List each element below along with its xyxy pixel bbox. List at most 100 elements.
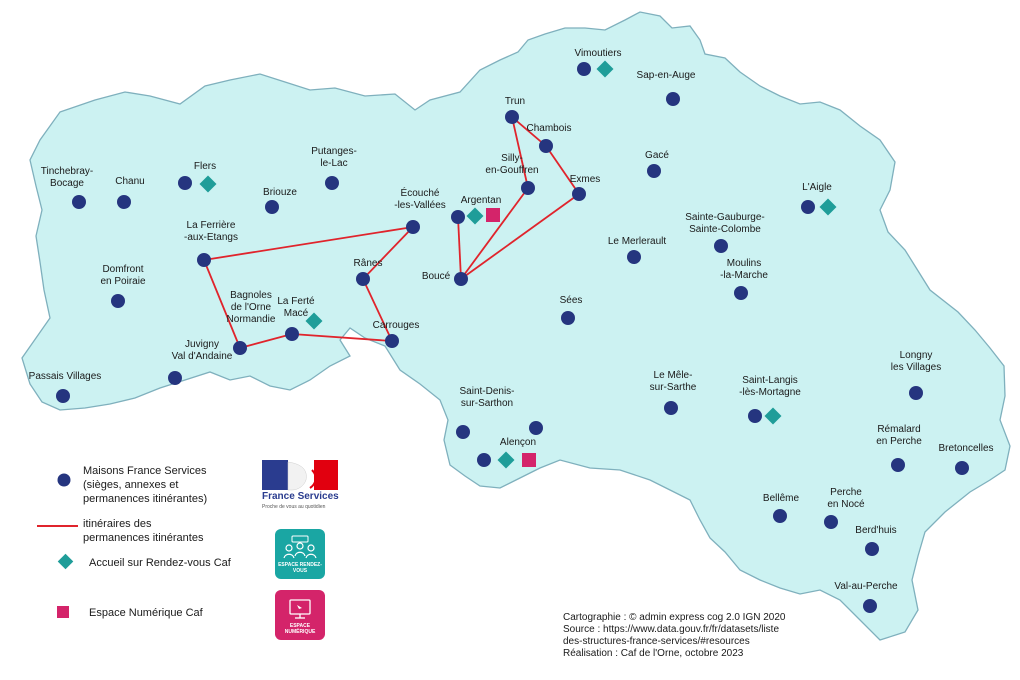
map-labels: VimoutiersSap-en-AugeTrunChamboisSilly-e…	[29, 48, 994, 592]
town-label-juvigny: Val d'Andaine	[172, 351, 233, 362]
france-services-dot-lafertemace	[285, 327, 299, 341]
town-label-bouce: Boucé	[422, 271, 451, 282]
caf-rendez-vous-diamond	[466, 207, 484, 225]
town-label-moulins: -la-Marche	[720, 270, 768, 281]
town-label-belleme: Bellême	[763, 493, 800, 504]
town-label-laferriere: La Ferrière	[187, 220, 236, 231]
france-services-dot-ranes	[356, 272, 370, 286]
france-services-dot-bretoncelles	[955, 461, 969, 475]
france-services-brand: France Services	[262, 491, 339, 502]
town-label-exmes: Exmes	[570, 174, 601, 185]
espace-rendez-vous-logo: ESPACE RENDEZ-VOUS	[275, 529, 325, 579]
meeting-people-icon	[283, 535, 317, 559]
france-services-dot-saint-denis	[456, 425, 470, 439]
route-segment	[362, 226, 414, 280]
town-label-ranes: Rânes	[354, 258, 383, 269]
town-label-briouze: Briouze	[263, 187, 297, 198]
france-services-dot-juvigny	[168, 371, 182, 385]
france-services-dot-laigle	[801, 200, 815, 214]
france-services-dot-ecouche	[406, 220, 420, 234]
caf-rendez-vous-diamond	[596, 60, 614, 78]
town-label-putanges: Putanges-	[311, 146, 357, 157]
marianne-icon	[262, 460, 338, 491]
town-label-domfront: Domfront	[102, 264, 143, 275]
legend-itineraires-line: permanences itinérantes	[83, 532, 204, 544]
town-label-chanu: Chanu	[115, 176, 144, 187]
france-services-dot-sap-en-auge	[666, 92, 680, 106]
town-label-gace: Gacé	[645, 150, 669, 161]
france-services-dot-argentan	[451, 210, 465, 224]
route-segment	[362, 278, 393, 342]
town-label-lemele: Le Mêle-	[654, 370, 693, 381]
town-label-sees: Sées	[560, 295, 583, 306]
town-label-lafertemace: Macé	[284, 308, 309, 319]
france-services-dot-saint-langis	[748, 409, 762, 423]
legend-square-icon	[57, 606, 69, 618]
france-services-dot-bagnoles	[233, 341, 247, 355]
france-services-dot-trun	[505, 110, 519, 124]
route-segment	[291, 333, 393, 342]
france-services-dot-perche-en-noce	[824, 515, 838, 529]
town-label-laigle: L'Aigle	[802, 182, 832, 193]
town-label-saint-langis: Saint-Langis	[742, 375, 798, 386]
town-label-sainte-gauburge: Sainte-Gauburge-	[685, 212, 765, 223]
route-segment	[460, 193, 580, 280]
town-label-lemerlerault: Le Merlerault	[608, 236, 667, 247]
computer-screen-icon	[289, 599, 311, 619]
caf-rendez-vous-diamond	[305, 312, 323, 330]
credits-line: Source : https://www.data.gouv.fr/fr/dat…	[563, 624, 780, 635]
france-services-dot-lemele	[664, 401, 678, 415]
town-label-laferriere: -aux-Etangs	[184, 232, 238, 243]
legend-maisons: Maisons France Services (sièges, annexes…	[83, 464, 207, 506]
legend-diamond-icon	[57, 553, 74, 570]
town-label-sap-en-auge: Sap-en-Auge	[637, 70, 696, 81]
credits-line: Réalisation : Caf de l'Orne, octobre 202…	[563, 648, 744, 659]
town-label-ecouche: Écouché	[401, 186, 440, 199]
france-services-dot-lemerlerault	[627, 250, 641, 264]
town-label-flers: Flers	[194, 161, 216, 172]
france-services-dot-passais	[56, 389, 70, 403]
town-label-chambois: Chambois	[526, 123, 571, 134]
france-services-dot-bouce	[454, 272, 468, 286]
town-label-carrouges: Carrouges	[373, 320, 420, 331]
espace-numerique-square	[522, 453, 536, 467]
france-services-dot-briouze	[265, 200, 279, 214]
credits-line: des-structures-france-services/#resource…	[563, 636, 750, 647]
france-services-dot-chambois	[539, 139, 553, 153]
town-label-lafertemace: La Ferté	[277, 296, 315, 307]
legend-dot-icon	[57, 473, 71, 487]
france-services-dot-chanu	[117, 195, 131, 209]
espace-rendez-vous-caption: ESPACE RENDEZ-VOUS	[278, 562, 322, 574]
route-segment	[239, 333, 293, 349]
france-services-logo: France Services Proche de vous au quotid…	[262, 460, 339, 516]
legend-itineraires: itinéraires des permanences itinérantes	[83, 517, 203, 545]
town-label-sillyen: en-Gouffren	[485, 165, 538, 176]
town-label-longny: les Villages	[891, 362, 941, 373]
france-services-dot	[529, 421, 543, 435]
town-label-ecouche: -les-Vallées	[394, 200, 446, 211]
route-segment	[203, 226, 414, 261]
route-segment	[460, 187, 529, 280]
town-label-longny: Longny	[900, 350, 933, 361]
town-label-trun: Trun	[505, 96, 525, 107]
town-label-bagnoles: Normandie	[227, 314, 276, 325]
town-label-lemele: sur-Sarthe	[650, 382, 697, 393]
legend-accueil: Accueil sur Rendez-vous Caf	[89, 557, 231, 569]
department-outline	[21, 11, 1011, 641]
map-credits: Cartographie : © admin express cog 2.0 I…	[563, 612, 786, 660]
town-label-tinchebray: Tinchebray-	[41, 166, 93, 177]
france-services-dot-putanges	[325, 176, 339, 190]
route-segment	[545, 145, 580, 195]
legend-itineraires-line: itinéraires des	[83, 518, 152, 530]
town-label-remalard: en Perche	[876, 436, 922, 447]
town-label-domfront: en Poiraie	[100, 276, 145, 287]
town-label-vimoutiers: Vimoutiers	[574, 48, 621, 59]
town-label-val-au-perche: Val-au-Perche	[834, 581, 898, 592]
town-label-moulins: Moulins	[727, 258, 761, 269]
town-label-perche-en-noce: en Nocé	[827, 499, 865, 510]
town-label-juvigny: Juvigny	[185, 339, 219, 350]
france-services-tagline: Proche de vous au quotidien	[262, 504, 326, 510]
town-label-bagnoles: de l'Orne	[231, 302, 272, 313]
town-label-perche-en-noce: Perche	[830, 487, 862, 498]
